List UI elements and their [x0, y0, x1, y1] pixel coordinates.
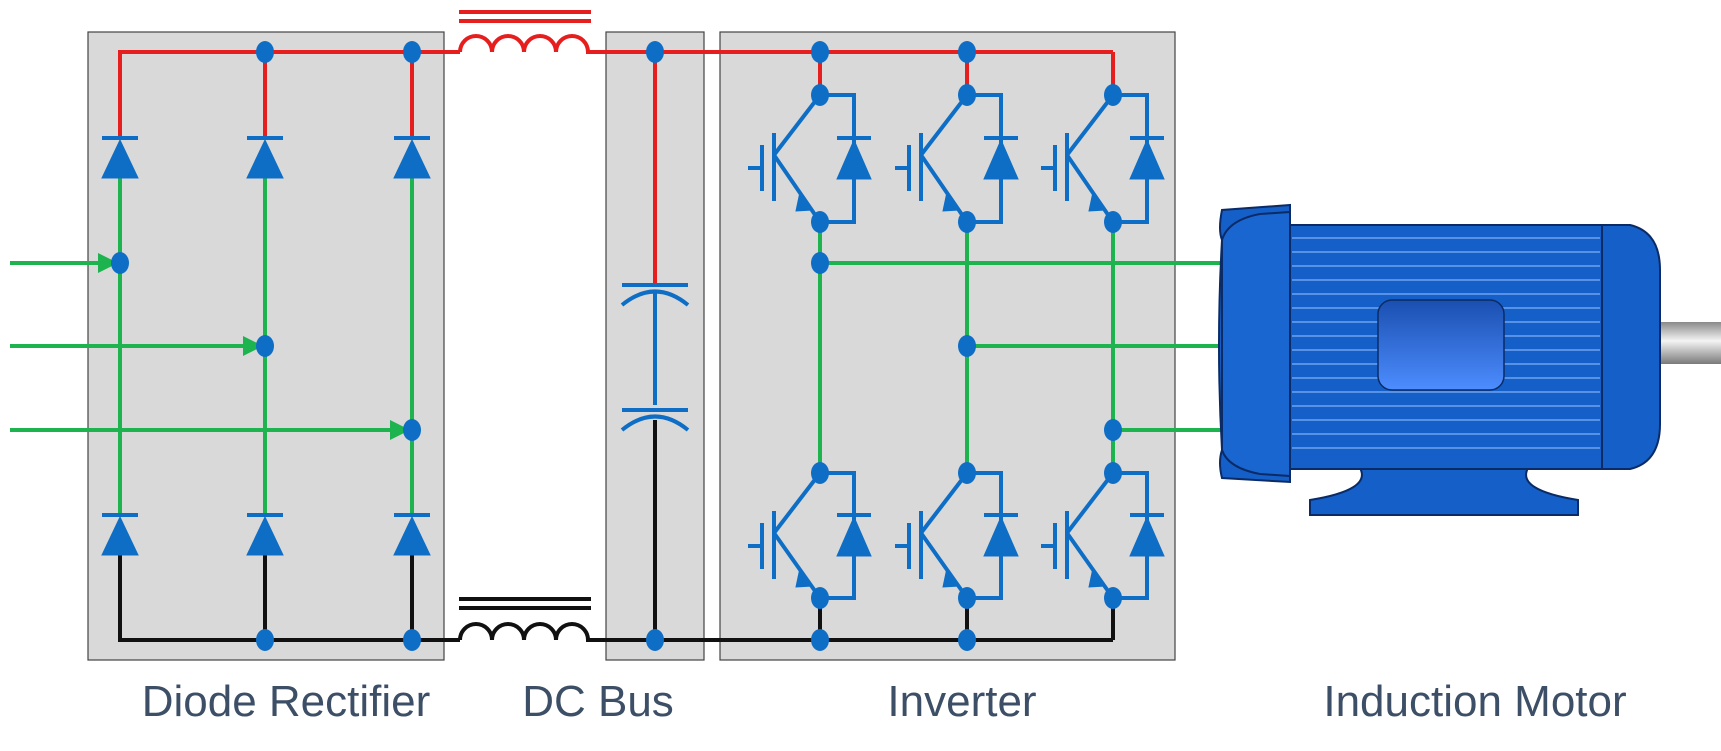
- junction-dots: [111, 41, 1122, 651]
- inductor-icon: [458, 597, 591, 642]
- induction-motor-icon: [1218, 203, 1721, 516]
- diode-icon: [393, 136, 431, 179]
- rectifier-diodes: [101, 136, 431, 556]
- dc-bus-label: DC Bus: [522, 677, 674, 726]
- motor-label: Induction Motor: [1323, 677, 1627, 726]
- diode-icon: [246, 136, 284, 179]
- motor-shaft: [1650, 322, 1721, 364]
- inverter-label: Inverter: [887, 677, 1037, 726]
- inverter-switches: [748, 93, 1165, 600]
- capacitor-icon: [620, 283, 690, 432]
- diode-icon: [246, 513, 284, 556]
- igbt-icon: [895, 93, 1019, 224]
- diode-icon: [101, 136, 139, 179]
- inductor-icon: [458, 10, 591, 54]
- terminal-box: [1377, 299, 1505, 391]
- motor-front-cap: [1601, 224, 1661, 470]
- igbt-icon: [748, 93, 872, 224]
- rectifier-label: Diode Rectifier: [141, 677, 431, 726]
- diode-icon: [393, 513, 431, 556]
- igbt-icon: [1041, 471, 1165, 600]
- igbt-icon: [895, 471, 1019, 600]
- diode-icon: [101, 513, 139, 556]
- igbt-icon: [748, 471, 872, 600]
- igbt-icon: [1041, 93, 1165, 224]
- cooling-fins: [1292, 237, 1600, 449]
- motor-base: [1309, 467, 1579, 516]
